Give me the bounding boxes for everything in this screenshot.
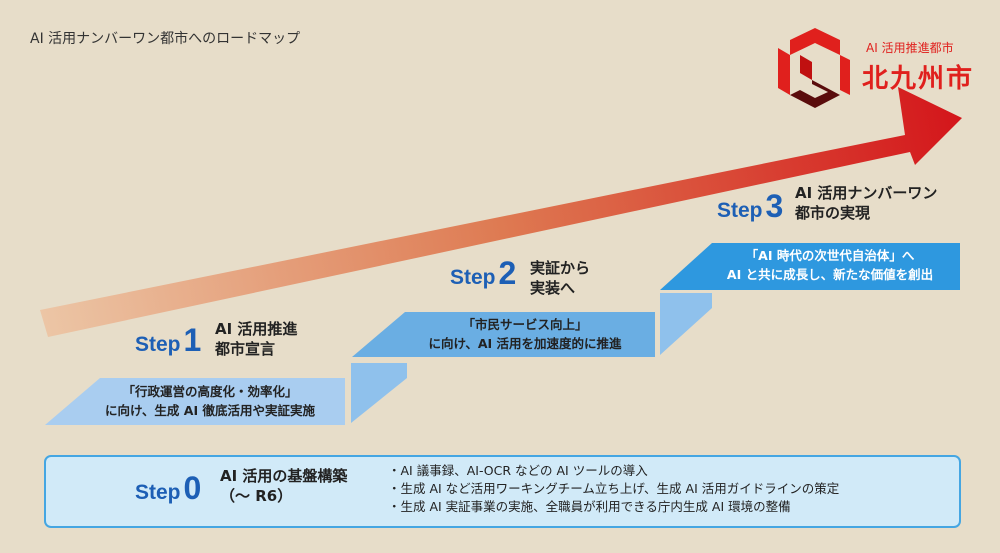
step0-label: Step0: [135, 470, 202, 506]
step1-label: Step1: [135, 322, 202, 358]
step0-heading: AI 活用の基盤構築（〜 R6）: [220, 467, 348, 505]
step2-box-shape: [352, 312, 655, 357]
bullet-item: ・生成 AI 実証事業の実施、全職員が利用できる庁内生成 AI 環境の整備: [388, 499, 791, 514]
step1-heading: AI 活用推進都市宣言: [215, 320, 298, 358]
stair-connector-1: [351, 363, 407, 423]
city-logo-mark: [778, 28, 850, 108]
step0-box: [44, 455, 961, 528]
step3-box-shape: [660, 243, 960, 290]
step2-label: Step2: [450, 255, 517, 291]
logo-city-name: 北九州市: [862, 64, 975, 94]
step1-box-shape: [45, 378, 345, 425]
growth-arrow: [40, 87, 962, 337]
step1-box-text: 「行政運営の高度化・効率化」に向け、生成 AI 徹底活用や実証実施: [105, 384, 315, 418]
page-title: AI 活用ナンバーワン都市へのロードマップ: [30, 31, 301, 47]
step3-heading: AI 活用ナンバーワン都市の実現: [795, 184, 938, 222]
step2-box-text: 「市民サービス向上」に向け、AI 活用を加速度的に推進: [428, 317, 622, 351]
stair-connector-2: [660, 293, 712, 355]
step0-bullets: ・AI 議事録、AI-OCR などの AI ツールの導入 ・生成 AI など活用…: [388, 462, 839, 516]
logo-subtitle: AI 活用推進都市: [866, 41, 954, 55]
bullet-item: ・AI 議事録、AI-OCR などの AI ツールの導入: [388, 463, 648, 478]
step3-label: Step3: [717, 188, 784, 224]
bullet-item: ・生成 AI など活用ワーキングチーム立ち上げ、生成 AI 活用ガイドラインの策…: [388, 481, 840, 496]
step2-heading: 実証から実装へ: [530, 259, 591, 297]
